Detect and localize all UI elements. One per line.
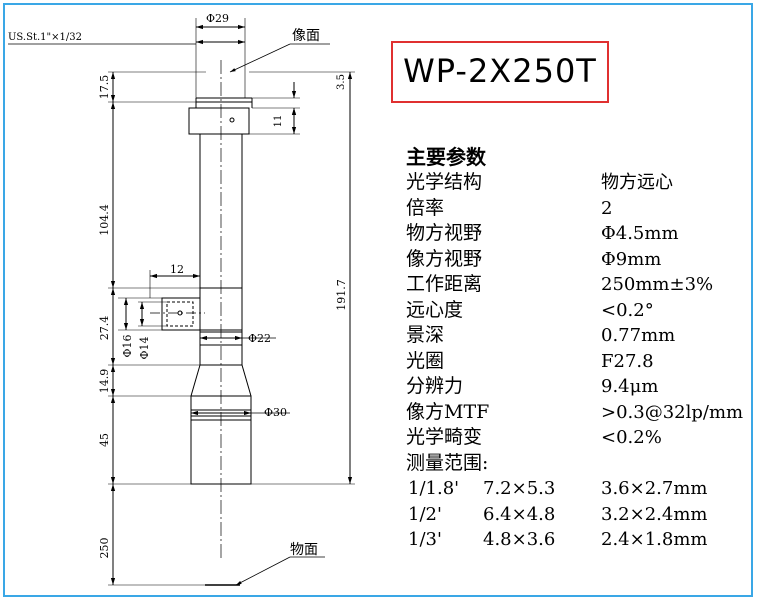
spec-label: 光圈	[406, 349, 445, 372]
range-sensor: 3.2×2.4mm	[601, 503, 708, 525]
model-title: WP-2X250T	[403, 52, 597, 90]
dim-h14-9: 14.9	[98, 369, 111, 394]
dim-w12: 12	[170, 263, 184, 276]
spec-label: 像方MTF	[406, 400, 490, 423]
spec-label: 光学结构	[406, 171, 483, 193]
spec-row: 倍率 2	[406, 196, 756, 222]
spec-label: 工作距离	[406, 273, 483, 295]
range-row: 1/1.8' 7.2×5.3 3.6×2.7mm	[406, 476, 756, 502]
spec-row: 光圈 F27.8	[406, 349, 756, 375]
spec-table: 主要参数 光学结构 物方远心 倍率 2 物方视野 Φ4.5mm 像方视野 Φ9mm 工作…	[406, 144, 756, 553]
spec-value: F27.8	[601, 350, 654, 372]
range-sensor: 3.6×2.7mm	[601, 478, 708, 499]
dim-d16: Φ16	[121, 334, 134, 357]
spec-value: Φ9mm	[601, 248, 662, 270]
spec-row: 像方MTF >0.3@32lp/mm	[406, 400, 756, 426]
range-format: 1/1.8'	[408, 478, 460, 499]
spec-row: 景深 0.77mm	[406, 323, 756, 349]
spec-value: 250mm±3%	[601, 274, 714, 295]
spec-value: <0.2°	[601, 299, 654, 321]
object-plane-label: 物面	[290, 542, 318, 558]
dim-h17-5: 17.5	[98, 75, 111, 100]
spec-value: 物方远心	[601, 172, 673, 193]
dim-h27-4: 27.4	[98, 316, 111, 341]
dim-h191-7: 191.7	[335, 279, 348, 311]
dim-d30: Φ30	[264, 406, 287, 419]
spec-label: 像方视野	[406, 247, 483, 270]
range-object: 6.4×4.8	[483, 503, 556, 525]
spec-row: 光学畸变 <0.2%	[406, 425, 756, 451]
spec-row: 分辨力 9.4μm	[406, 374, 756, 400]
spec-label: 倍率	[406, 196, 445, 219]
range-object: 7.2×5.3	[483, 478, 556, 499]
range-format: 1/3'	[408, 529, 442, 550]
spec-row: 像方视野 Φ9mm	[406, 247, 756, 273]
spec-label: 物方视野	[406, 222, 483, 244]
dim-d22: Φ22	[248, 332, 271, 345]
range-row: 1/3' 4.8×3.6 2.4×1.8mm	[406, 527, 756, 553]
thread-label: US.St.1"×1/32	[8, 32, 82, 43]
range-format: 1/2'	[408, 503, 442, 525]
range-heading: 测量范围:	[406, 451, 489, 474]
spec-label: 景深	[406, 324, 445, 346]
spec-value: <0.2%	[601, 427, 662, 448]
spec-label: 光学畸变	[406, 426, 483, 448]
dim-h11: 11	[273, 115, 284, 128]
range-sensor: 2.4×1.8mm	[601, 529, 708, 550]
dim-h3-5: 3.5	[336, 74, 347, 90]
spec-value: Φ4.5mm	[601, 223, 679, 244]
model-title-box: WP-2X250T	[391, 41, 609, 103]
dim-h250: 250	[98, 538, 111, 559]
dim-d29: Φ29	[206, 12, 229, 25]
range-object: 4.8×3.6	[483, 529, 556, 550]
spec-row: 远心度 <0.2°	[406, 298, 756, 324]
dim-d14: Φ14	[138, 336, 151, 359]
lens-body	[161, 97, 253, 485]
spec-row: 光学结构 物方远心	[406, 170, 756, 196]
spec-value: 9.4μm	[601, 376, 659, 397]
image-plane-label: 像面	[292, 28, 320, 44]
outer-frame	[3, 3, 753, 597]
spec-value: 2	[601, 197, 613, 219]
spec-value: 0.77mm	[601, 325, 676, 346]
spec-row: 工作距离 250mm±3%	[406, 272, 756, 298]
spec-value: >0.3@32lp/mm	[601, 401, 744, 423]
range-row: 1/2' 6.4×4.8 3.2×2.4mm	[406, 502, 756, 528]
spec-heading: 主要参数	[406, 145, 486, 169]
spec-label: 远心度	[406, 298, 464, 321]
dim-h45: 45	[98, 433, 111, 447]
dim-h104-4: 104.4	[98, 204, 111, 236]
spec-label: 分辨力	[406, 375, 464, 397]
spec-row: 物方视野 Φ4.5mm	[406, 221, 756, 247]
